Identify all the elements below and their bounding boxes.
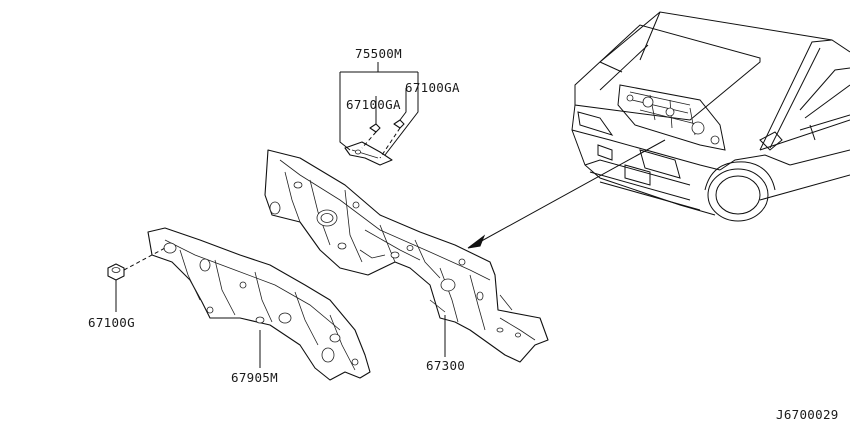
vehicle-illustration [571,11,850,222]
label-67100ga-left: 67100GA [346,97,401,112]
label-67100g: 67100G [88,315,135,330]
label-67300: 67300 [426,358,465,373]
leader-lines [115,62,446,368]
cowl-top-brackets-75500m [344,119,405,166]
label-67905m: 67905M [231,370,278,385]
label-67100ga-right: 67100GA [405,80,460,95]
label-75500m: 75500M [355,46,402,61]
location-arrow [467,139,666,249]
clip-67100g [107,247,166,281]
insulator-67905m [147,227,371,381]
dash-panel-67300 [264,149,549,363]
diagram-code: J6700029 [776,407,839,422]
